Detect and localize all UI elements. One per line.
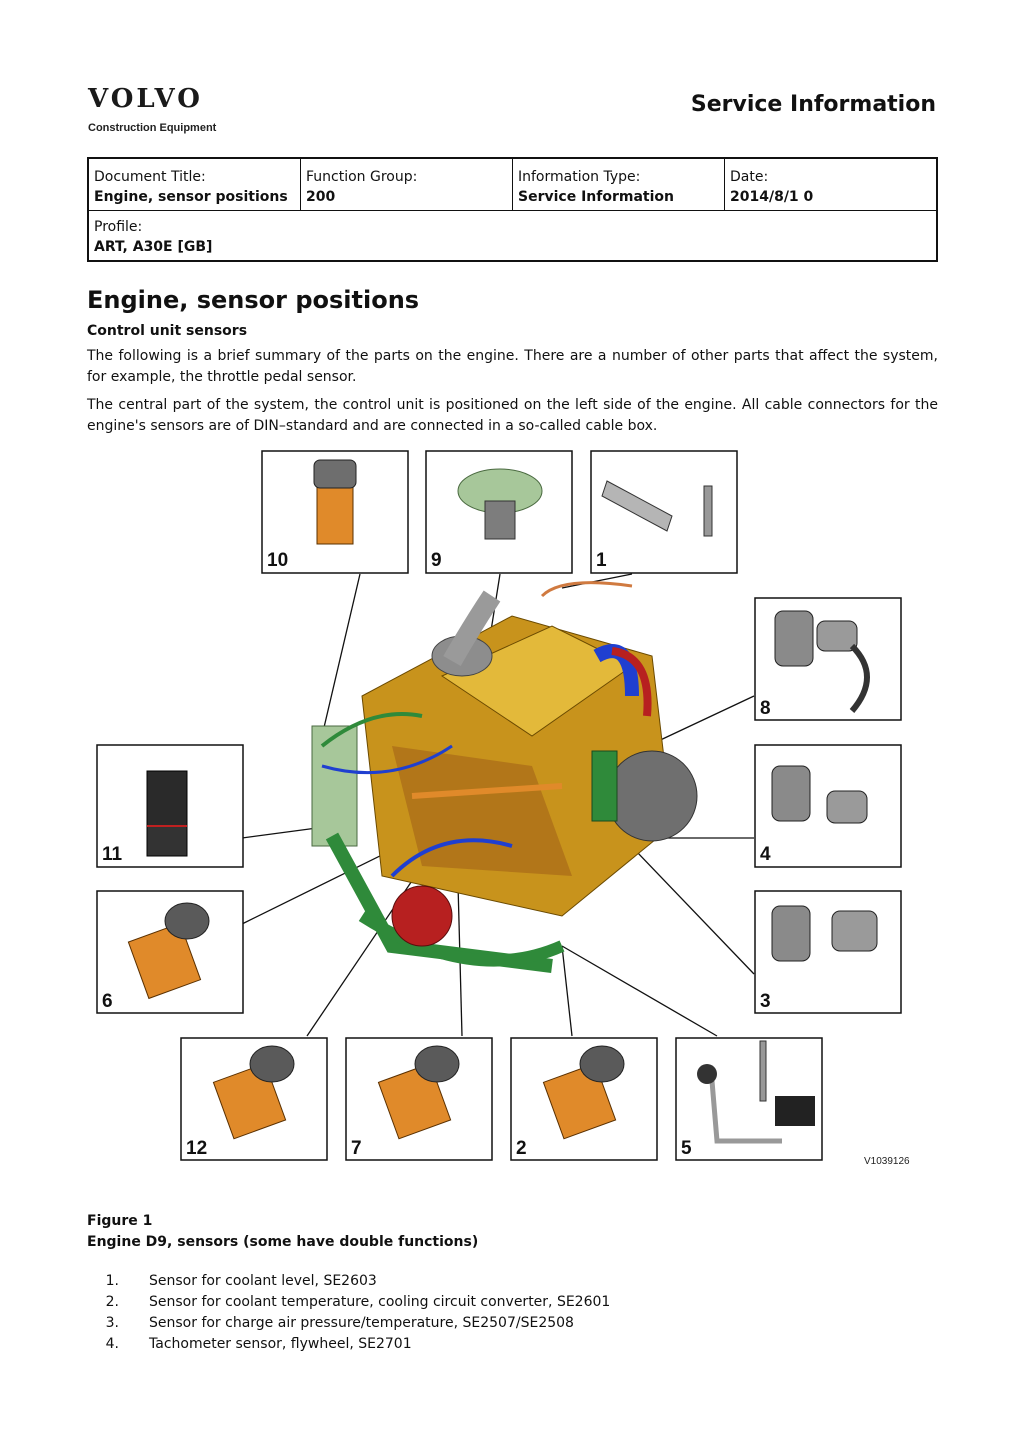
callout-label: 12 [186,1138,207,1159]
sensor-2-drawing [542,1045,625,1140]
sensor-11-drawing [146,770,188,857]
meta-label: Information Type: [518,169,641,185]
callout-label: 7 [351,1138,362,1159]
sensor-7-drawing [377,1045,460,1140]
meta-label: Document Title: [94,169,206,185]
meta-cell-document-title: Document Title: Engine, sensor positions [89,159,301,210]
callout-label: 1 [596,550,607,571]
callout-label: 9 [431,550,442,571]
figure-caption-text: Engine D9, sensors (some have double fun… [87,1234,479,1250]
meta-label: Date: [730,169,769,185]
list-item-number: 3. [105,1315,119,1331]
meta-row: Document Title: Engine, sensor positions… [89,159,936,211]
callout-label: 3 [760,991,771,1012]
figure-code: V1039126 [864,1156,910,1167]
meta-cell-profile: Profile: ART, A30E [GB] [89,211,936,257]
list-item: 1. Sensor for coolant level, SE2603 [87,1271,610,1292]
body-paragraph: The central part of the system, the cont… [87,397,938,434]
meta-value: 2014/8/1 0 [730,189,814,205]
list-item-number: 1. [105,1273,119,1289]
meta-value: Service Information [518,189,674,205]
meta-label: Profile: [94,219,143,235]
list-item-text: Tachometer sensor, flywheel, SE2701 [149,1336,412,1352]
list-item-text: Sensor for charge air pressure/temperatu… [149,1315,574,1331]
meta-cell-information-type: Information Type: Service Information [513,159,725,210]
callout-label: 10 [267,550,288,571]
list-item: 3. Sensor for charge air pressure/tempera… [87,1313,610,1334]
sensor-4-drawing [771,765,868,824]
list-item-number: 2. [105,1294,119,1310]
callout-label: 5 [681,1138,692,1159]
sensor-3-drawing [771,905,878,962]
header-title: Service Information [690,92,936,117]
callout-label: 2 [516,1138,527,1159]
sensor-12-drawing [212,1045,295,1140]
callout-label: 6 [102,991,113,1012]
list-item: 4. Tachometer sensor, flywheel, SE2701 [87,1334,610,1355]
callout-label: 8 [760,698,771,719]
brand-subtitle: Construction Equipment [88,122,217,134]
page-title: Engine, sensor positions [87,286,420,314]
engine-illustration [311,581,698,973]
list-item: 2. Sensor for coolant temperature, coolin… [87,1292,611,1313]
brand-wordmark: VOLVO [88,84,203,114]
sensor-list: 1. Sensor for coolant level, SE2603 2. Sen… [87,1271,611,1355]
list-item-text: Sensor for coolant temperature, cooling … [149,1294,611,1310]
meta-label: Function Group: [306,169,418,185]
meta-value: Engine, sensor positions [94,189,288,205]
brand-logo: VOLVO Construction Equipment [88,86,216,134]
list-item-number: 4. [105,1336,119,1352]
document-meta-table: Document Title: Engine, sensor positions… [87,157,938,262]
sensor-5-drawing [697,1040,815,1144]
meta-value: ART, A30E [GB] [94,239,213,255]
sensor-8-drawing [774,610,870,713]
sensor-6-drawing [127,902,210,1000]
sensor-1-drawing [601,480,713,537]
meta-value: 200 [306,189,336,205]
body-paragraph: The following is a brief summary of the … [87,348,938,385]
sensor-10-drawing [313,459,357,545]
sensor-9-drawing [457,468,543,540]
meta-cell-function-group: Function Group: 200 [301,159,513,210]
section-heading: Control unit sensors [87,323,248,339]
engine-sensor-figure: 10 9 1 8 11 4 6 3 12 7 2 5 V1039126 [96,450,910,1167]
callout-label: 4 [760,844,771,865]
list-item-text: Sensor for coolant level, SE2603 [149,1273,377,1289]
figure-number: Figure 1 [87,1213,153,1229]
meta-cell-date: Date: 2014/8/1 0 [725,159,936,210]
figure-caption: Figure 1 Engine D9, sensors (some have d… [87,1211,478,1253]
callout-label: 11 [102,844,123,865]
